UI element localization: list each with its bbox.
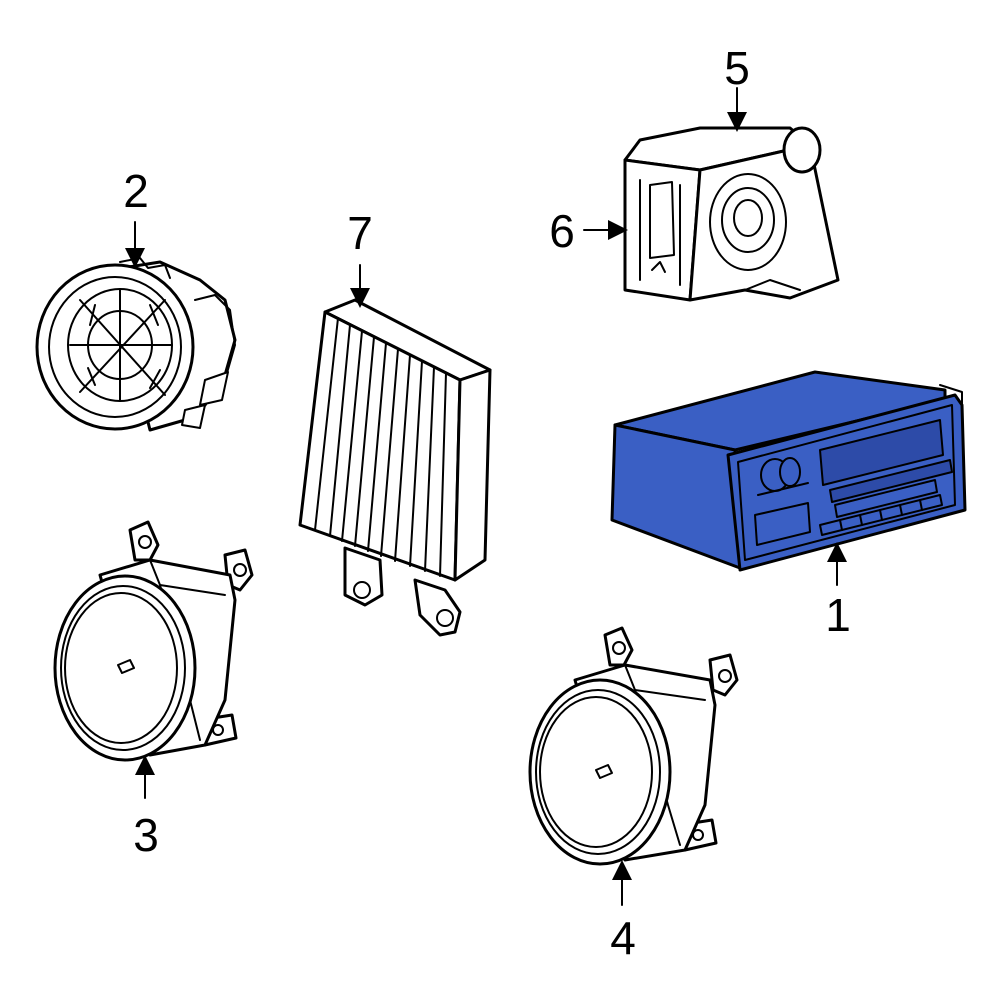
callout-6: 6 — [549, 205, 575, 257]
part-3-door-speaker-left[interactable] — [53, 520, 254, 762]
callout-1: 1 — [825, 589, 851, 641]
part-5-subwoofer-enclosure[interactable] — [623, 126, 840, 302]
callout-2: 2 — [123, 165, 149, 217]
callout-5: 5 — [724, 42, 750, 94]
callout-arrows — [125, 87, 847, 906]
callout-7: 7 — [347, 207, 373, 259]
part-4-door-speaker-right[interactable] — [528, 626, 739, 866]
part-2-tweeter-speaker[interactable] — [35, 257, 237, 432]
callout-4: 4 — [610, 912, 636, 964]
part-1-radio-unit[interactable] — [610, 370, 967, 572]
part-7-amplifier[interactable] — [298, 298, 492, 637]
callout-3: 3 — [133, 809, 159, 861]
